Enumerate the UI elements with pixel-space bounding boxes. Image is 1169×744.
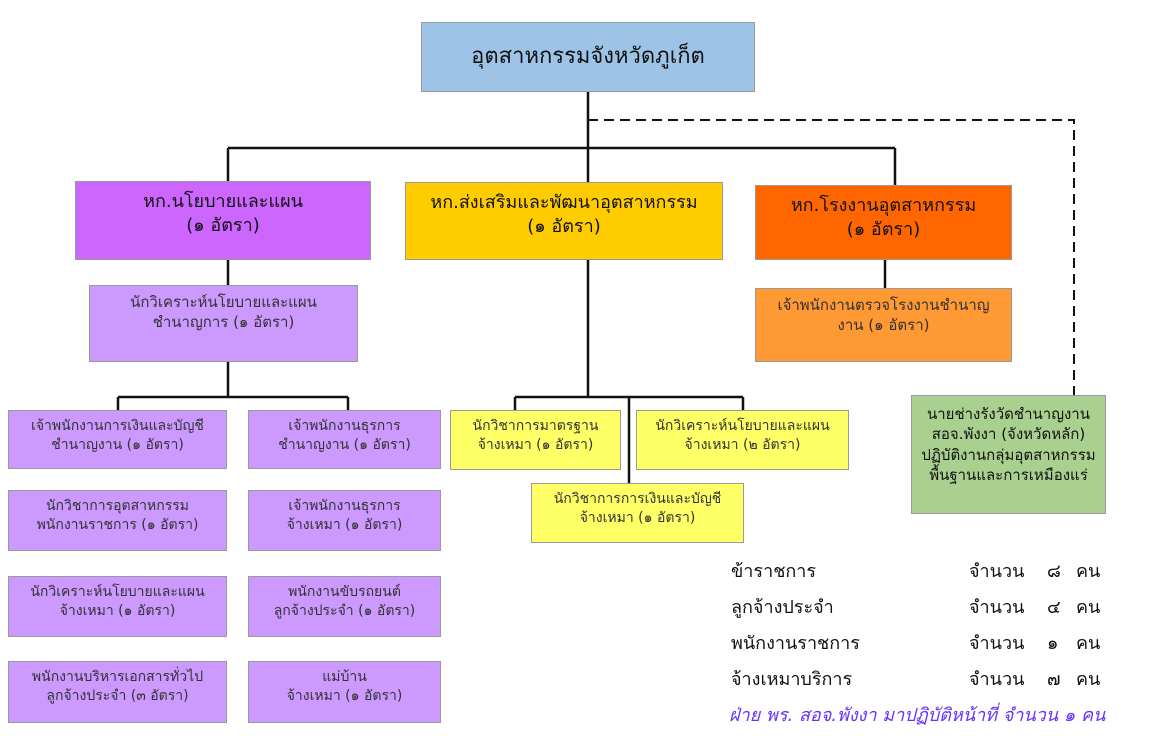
- position-detail: จ้างเหมา (๑ อัตรา): [579, 509, 696, 526]
- group-promotion: หก.ส่งเสริมและพัฒนาอุตสาหกรรม (๑ อัตรา): [405, 182, 723, 260]
- summary-label: ข้าราชการ: [731, 561, 817, 582]
- external-line: พื้นฐานและการเหมืองแร่: [929, 465, 1088, 484]
- summary-label: ลูกจ้างประจำ: [731, 597, 834, 618]
- position-detail: ลูกจ้างประจำ (๓ อัตรา): [46, 687, 189, 704]
- factory-staff-box: เจ้าพนักงานตรวจโรงงานชำนาญงาน (๑ อัตรา): [755, 288, 1012, 362]
- position-detail: ชำนาญการ (๑ อัตรา): [152, 313, 295, 332]
- position-title: เจ้าพนักงานธุรการ: [288, 418, 401, 434]
- policy-staff-box: นักวิชาการอุตสาหกรรมพนักงานราชการ (๑ อัต…: [8, 490, 227, 551]
- summary-word: จำนวน: [969, 561, 1025, 582]
- position-title: แม่บ้าน: [322, 669, 367, 685]
- position-title: พนักงานขับรถยนต์: [288, 584, 401, 600]
- summary-label: พนักงานราชการ: [731, 633, 860, 654]
- policy-lead-box: นักวิเคราะห์นโยบายและแผน ชำนาญการ (๑ อัต…: [89, 285, 358, 362]
- summary-count: ๘: [1047, 561, 1061, 582]
- summary-unit: คน: [1076, 597, 1101, 618]
- group-policy: หก.นโยบายและแผน (๑ อัตรา): [75, 181, 371, 260]
- position-title: เจ้าพนักงานการเงินและบัญชี: [31, 418, 204, 434]
- position-title: นักวิเคราะห์นโยบายและแผน: [130, 293, 317, 311]
- summary-word: จำนวน: [969, 669, 1025, 690]
- position-detail: จ้างเหมา (๑ อัตรา): [286, 516, 403, 533]
- policy-staff-box: เจ้าพนักงานธุรการชำนาญงาน (๑ อัตรา): [248, 410, 441, 469]
- summary-unit: คน: [1076, 561, 1101, 582]
- external-line: นายช่างรังวัดชำนาญงาน: [926, 405, 1090, 423]
- position-title: เจ้าพนักงานธุรการ: [288, 498, 401, 514]
- external-line: ปฏิบัติงานกลุ่มอุตสาหกรรม: [921, 445, 1096, 464]
- summary-unit: คน: [1076, 633, 1101, 654]
- policy-staff-box: แม่บ้านจ้างเหมา (๑ อัตรา): [248, 661, 441, 723]
- position-detail: ชำนาญงาน (๑ อัตรา): [278, 436, 411, 453]
- position-detail: งาน (๑ อัตรา): [837, 316, 930, 335]
- group-count: (๑ อัตรา): [527, 216, 601, 238]
- group-factory: หก.โรงงานอุตสาหกรรม (๑ อัตรา): [755, 185, 1012, 260]
- policy-staff-box: เจ้าพนักงานธุรการจ้างเหมา (๑ อัตรา): [248, 490, 441, 551]
- promotion-staff-box: นักวิชาการการเงินและบัญชีจ้างเหมา (๑ อัต…: [531, 483, 744, 543]
- group-name: หก.ส่งเสริมและพัฒนาอุตสาหกรรม: [430, 192, 698, 213]
- position-detail: พนักงานราชการ (๑ อัตรา): [36, 516, 199, 533]
- position-title: นักวิเคราะห์นโยบายและแผน: [655, 418, 830, 434]
- position-detail: จ้างเหมา (๑ อัตรา): [286, 687, 403, 704]
- summary-count: ๑: [1047, 633, 1059, 654]
- summary-count: ๔: [1047, 597, 1061, 618]
- policy-staff-box: เจ้าพนักงานการเงินและบัญชีชำนาญงาน (๑ อั…: [8, 410, 227, 469]
- position-detail: จ้างเหมา (๒ อัตรา): [684, 436, 801, 453]
- position-title: เจ้าพนักงานตรวจโรงงานชำนาญ: [777, 296, 990, 314]
- promotion-staff-box: นักวิเคราะห์นโยบายและแผนจ้างเหมา (๒ อัตร…: [636, 410, 849, 470]
- root-title: อุตสาหกรรมจังหวัดภูเก็ต: [471, 44, 705, 70]
- position-detail: ลูกจ้างประจำ (๑ อัตรา): [273, 602, 416, 619]
- position-title: นักวิชาการอุตสาหกรรม: [45, 498, 189, 514]
- position-title: นักวิเคราะห์นโยบายและแผน: [30, 584, 205, 600]
- position-detail: ชำนาญงาน (๑ อัตรา): [51, 436, 184, 453]
- group-count: (๑ อัตรา): [846, 219, 921, 241]
- group-count: (๑ อัตรา): [186, 215, 260, 237]
- external-staff-box: นายช่างรังวัดชำนาญงาน สอจ.พังงา (จังหวัด…: [911, 395, 1106, 514]
- position-detail: จ้างเหมา (๑ อัตรา): [477, 436, 594, 453]
- position-title: นักวิชาการการเงินและบัญชี: [553, 491, 722, 507]
- root-box: อุตสาหกรรมจังหวัดภูเก็ต: [421, 22, 755, 92]
- position-title: พนักงานบริหารเอกสารทั่วไป: [31, 669, 204, 685]
- group-name: หก.โรงงานอุตสาหกรรม: [790, 195, 977, 216]
- summary-word: จำนวน: [969, 597, 1025, 618]
- summary-unit: คน: [1076, 669, 1101, 690]
- policy-staff-box: พนักงานขับรถยนต์ลูกจ้างประจำ (๑ อัตรา): [248, 576, 441, 637]
- external-line: สอจ.พังงา (จังหวัดหลัก): [931, 425, 1086, 444]
- group-name: หก.นโยบายและแผน: [143, 191, 303, 212]
- policy-staff-box: พนักงานบริหารเอกสารทั่วไปลูกจ้างประจำ (๓…: [8, 661, 227, 723]
- summary-count: ๗: [1047, 669, 1061, 690]
- summary-word: จำนวน: [969, 633, 1025, 654]
- summary-label: จ้างเหมาบริการ: [731, 669, 853, 690]
- position-title: นักวิชาการมาตรฐาน: [472, 418, 599, 434]
- promotion-staff-box: นักวิชาการมาตรฐานจ้างเหมา (๑ อัตรา): [450, 410, 621, 470]
- footnote: ฝ่าย พร. สอจ.พังงา มาปฏิบัติหน้าที่ จำนว…: [729, 705, 1106, 726]
- policy-staff-box: นักวิเคราะห์นโยบายและแผนจ้างเหมา (๑ อัตร…: [8, 576, 227, 637]
- position-detail: จ้างเหมา (๑ อัตรา): [59, 602, 176, 619]
